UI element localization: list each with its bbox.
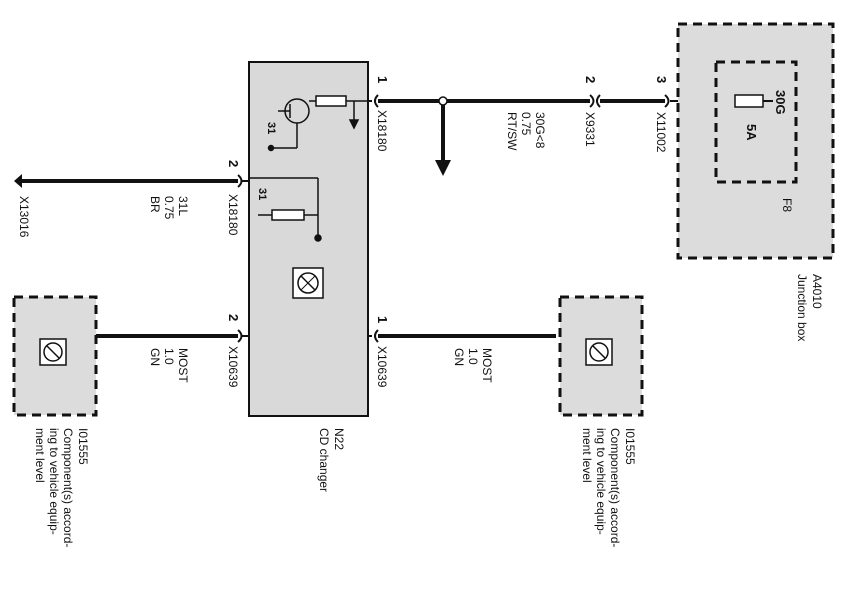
n22-pin-right-bottom: 1 xyxy=(375,316,390,323)
ground-wire[interactable] xyxy=(22,174,249,188)
component-left-desc2: ing to vehicle equip- xyxy=(47,428,61,535)
internal-ground-label-a: 31 xyxy=(265,122,277,134)
fuse-panel[interactable] xyxy=(714,60,798,184)
junction-box-id: A4010 xyxy=(810,274,824,309)
component-left-id: I01555 xyxy=(76,428,90,465)
n22-conn-left-top: X18180 xyxy=(226,194,240,236)
ground-wire-line2: 0.75 xyxy=(162,196,176,220)
n22-pin-left-top: 2 xyxy=(226,160,241,167)
component-left-desc1: Component(s) accord- xyxy=(61,428,75,547)
ground-wire-line1: 31L xyxy=(176,196,190,216)
junction-box-connector: X11002 xyxy=(654,112,668,153)
cd-changer-internal-circuit-top xyxy=(267,95,368,152)
junction-box-name: Junction box xyxy=(795,274,809,341)
splice-icon xyxy=(438,96,448,106)
cd-changer-id: N22 xyxy=(332,428,346,450)
n22-pin-left-bottom: 2 xyxy=(226,314,241,321)
most-left-icon xyxy=(39,338,67,366)
most-right-line2: 1.0 xyxy=(466,348,480,365)
branch-arrow-icon xyxy=(435,160,451,176)
component-right-id: I01555 xyxy=(623,428,637,465)
component-right-desc1: Component(s) accord- xyxy=(608,428,622,547)
most-right-icon xyxy=(585,338,613,366)
most-module-icon xyxy=(292,267,324,299)
ground-wire-line3: BR xyxy=(148,196,162,213)
n22-conn-right-bottom: X10639 xyxy=(375,346,389,388)
most-right-line3: GN xyxy=(452,348,466,366)
most-left-line2: 1.0 xyxy=(162,348,176,365)
internal-ground-label-b: 31 xyxy=(256,188,268,200)
n22-conn-left-bottom: X10639 xyxy=(226,346,240,388)
component-right-desc3: ment level xyxy=(580,428,594,483)
ground-terminal-icon xyxy=(14,174,22,188)
most-left-line1: MOST xyxy=(176,348,190,383)
fuse-label: 30G xyxy=(773,90,788,115)
cd-changer-box[interactable] xyxy=(248,61,369,417)
power-mid-pin: 2 xyxy=(583,76,598,83)
power-wire-line1: 30G<8 xyxy=(533,112,547,149)
most-wire-right[interactable] xyxy=(368,329,556,343)
power-wire-line2: 0.75 xyxy=(519,112,533,136)
fuse-rating: 5A xyxy=(744,124,759,141)
cd-changer-name: CD changer xyxy=(317,428,331,492)
n22-conn-right-top: X18180 xyxy=(375,110,389,152)
most-right-line1: MOST xyxy=(480,348,494,383)
junction-box-pin: 3 xyxy=(654,76,669,83)
n22-pin-right-top: 1 xyxy=(375,76,390,83)
most-wire-left[interactable] xyxy=(96,329,249,343)
most-left-line3: GN xyxy=(148,348,162,366)
cd-changer-internal-circuit-mid xyxy=(249,177,322,242)
fuse-icon xyxy=(734,94,764,108)
power-wire-line3: RT/SW xyxy=(505,112,519,151)
component-right-desc2: ing to vehicle equip- xyxy=(594,428,608,535)
power-mid-connector: X9331 xyxy=(583,112,597,147)
fuse-id: F8 xyxy=(780,198,794,212)
ground-connector-label: X13016 xyxy=(17,196,31,238)
component-left-desc3: ment level xyxy=(33,428,47,483)
